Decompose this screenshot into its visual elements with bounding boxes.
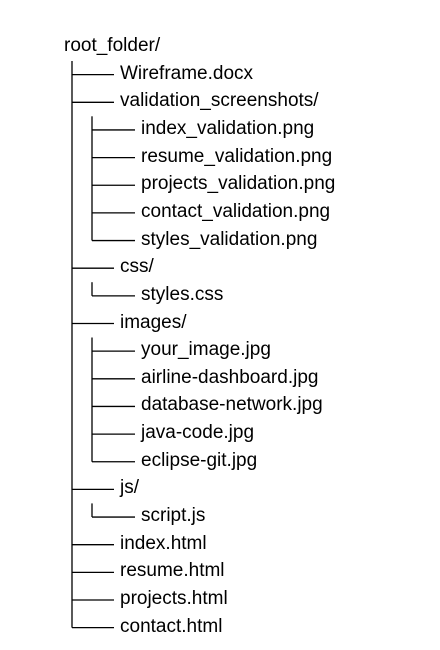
tree-file-label: Wireframe.docx (120, 62, 254, 84)
tree-folder-label: validation_screenshots/ (120, 90, 319, 112)
tree-file-label: resume.html (120, 560, 225, 582)
tree-file-label: contact.html (120, 615, 223, 637)
tree-file-label: your_image.jpg (141, 339, 271, 361)
tree-root-label: root_folder/ (64, 35, 161, 56)
tree-folder-label: js/ (120, 477, 139, 499)
tree-file-label: script.js (141, 505, 206, 527)
tree-file-label: index.html (120, 532, 207, 554)
tree-file-label: database-network.jpg (141, 394, 323, 416)
tree-folder-label: css/ (120, 256, 154, 278)
tree-file-label: java-code.jpg (141, 422, 255, 444)
tree-file-label: airline-dashboard.jpg (141, 366, 319, 388)
tree-file-label: index_validation.png (141, 117, 315, 139)
tree-file-label: styles.css (141, 283, 224, 305)
tree-file-label: eclipse-git.jpg (141, 449, 258, 471)
tree-folder-label: images/ (120, 311, 187, 333)
tree-file-label: contact_validation.png (141, 200, 331, 222)
tree-file-label: resume_validation.png (141, 145, 333, 167)
tree-file-label: projects.html (120, 588, 228, 609)
tree-file-label: styles_validation.png (141, 228, 318, 250)
tree-file-label: projects_validation.png (141, 173, 336, 195)
